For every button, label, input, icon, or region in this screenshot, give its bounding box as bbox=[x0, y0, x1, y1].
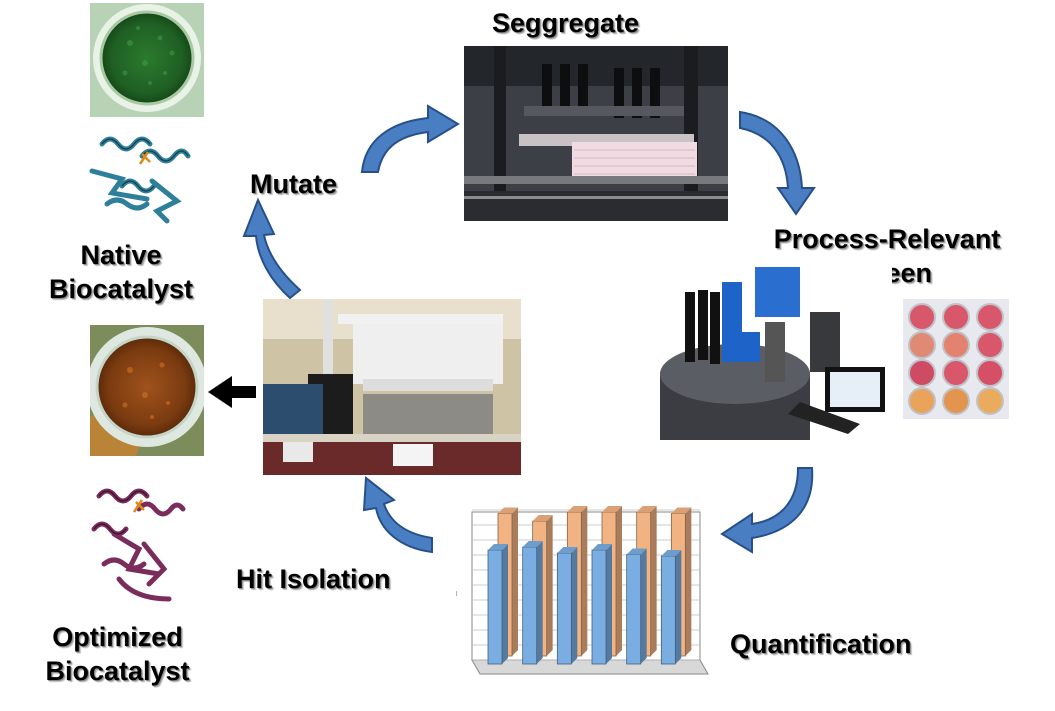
well-plate-photo bbox=[903, 299, 1009, 419]
lab-bench-robot-photo bbox=[263, 299, 521, 475]
chart-bar bbox=[591, 544, 612, 665]
hit-isolation-label: Hit Isolation bbox=[236, 564, 391, 594]
native-protein-structure-icon bbox=[82, 126, 198, 226]
optimized-protein-structure-icon bbox=[84, 474, 194, 610]
quantification-chart: — bbox=[452, 500, 714, 692]
native-cell-image bbox=[90, 3, 204, 117]
chart-bar bbox=[660, 550, 682, 665]
arrow-quantification-to-hit bbox=[362, 476, 433, 554]
chart-bar bbox=[487, 544, 508, 665]
seggregate-label: Seggregate bbox=[492, 8, 640, 38]
mutate-label: Mutate bbox=[250, 169, 337, 199]
chart-bar bbox=[522, 541, 543, 665]
quantification-label: Quantification bbox=[730, 629, 912, 659]
screening-instrument-photo bbox=[660, 262, 892, 440]
native-label-line2: Biocatalyst bbox=[48, 274, 194, 304]
optimized-biocatalyst-label: Optimized Biocatalyst bbox=[30, 620, 205, 688]
arrow-mutate-to-seggregate bbox=[360, 104, 460, 173]
arrow-screen-to-quantification bbox=[720, 467, 814, 554]
native-biocatalyst-label: Native Biocatalyst bbox=[36, 238, 206, 306]
chart-bar bbox=[626, 548, 647, 665]
svg-text:—: — bbox=[454, 591, 460, 596]
optimized-label-line2: Biocatalyst bbox=[45, 656, 190, 686]
arrow-seggregate-to-screen bbox=[739, 110, 816, 216]
arrow-hit-to-mutate bbox=[242, 197, 302, 300]
quantification-chart-svg: — bbox=[452, 500, 714, 692]
seggregate-robot-photo bbox=[464, 46, 728, 221]
arrow-left-black-icon bbox=[208, 376, 256, 408]
optimized-cell-image bbox=[90, 325, 204, 456]
native-label-line1: Native bbox=[80, 240, 162, 270]
process-relevant-line1: Process-Relevant bbox=[773, 224, 1001, 254]
optimized-label-line1: Optimized bbox=[52, 622, 183, 652]
chart-bar bbox=[556, 547, 578, 665]
